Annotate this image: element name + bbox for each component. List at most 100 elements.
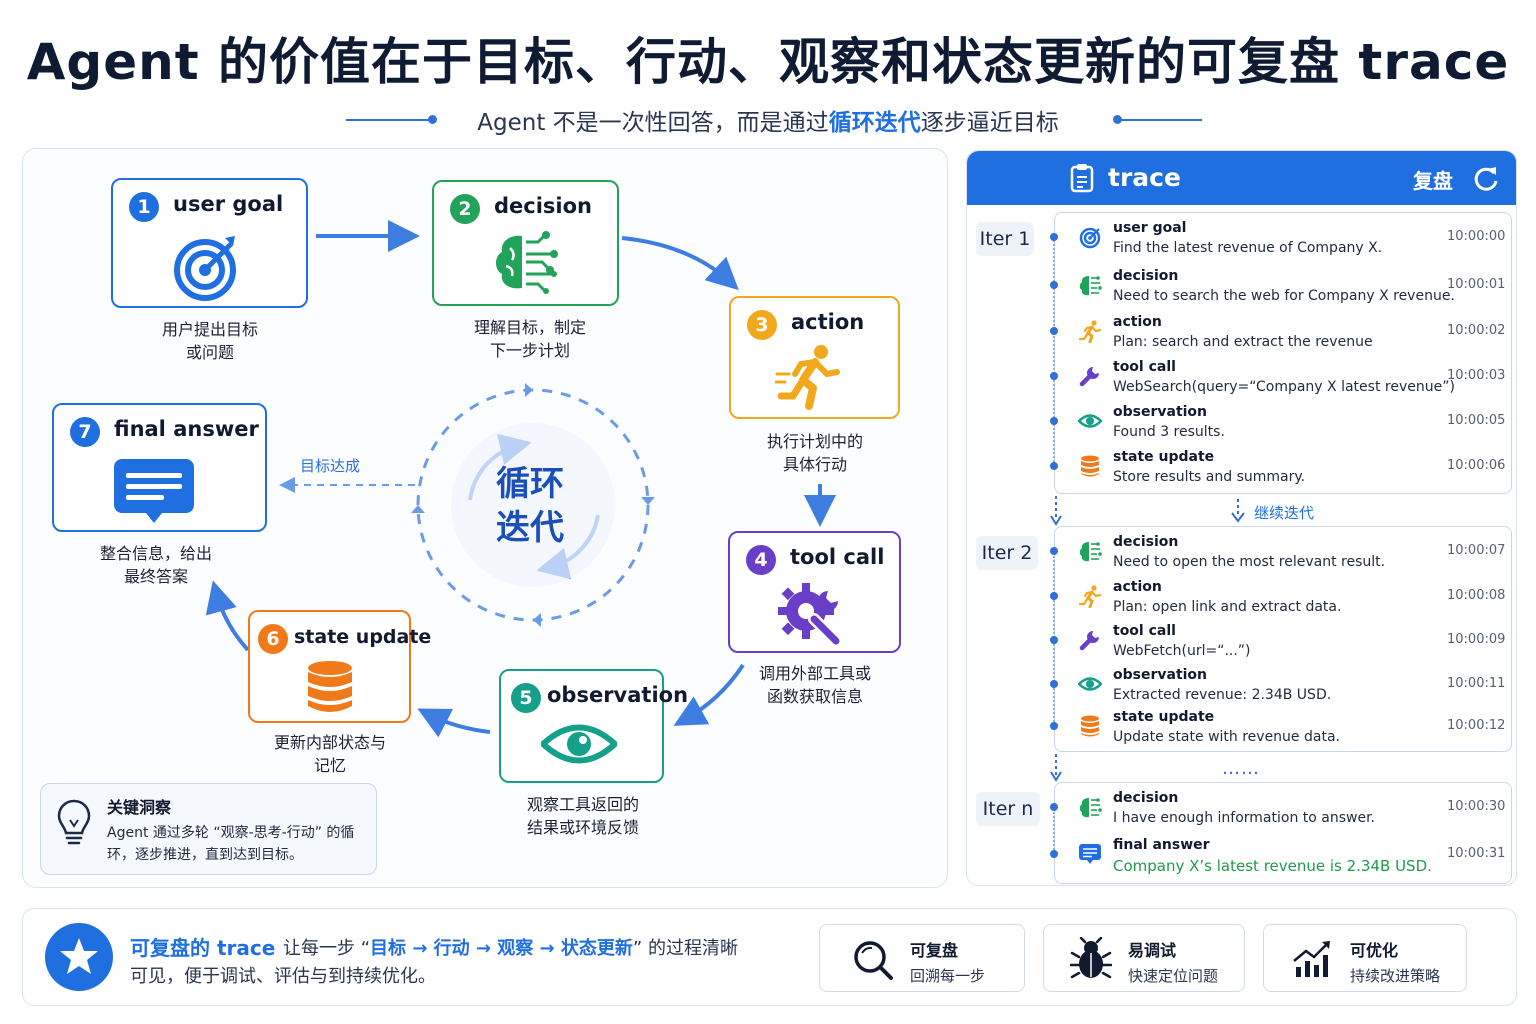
wrench-icon bbox=[1079, 367, 1099, 387]
trace-event-desc: WebFetch(url=“...”) bbox=[1113, 643, 1251, 659]
node-caption-action: 执行计划中的具体行动 bbox=[725, 430, 905, 476]
page-title: Agent 的价值在于目标、行动、观察和状态更新的可复盘 trace bbox=[26, 33, 1510, 91]
trace-event-desc: Plan: search and extract the revenue bbox=[1113, 334, 1373, 350]
iteration-label: Iter n bbox=[976, 792, 1040, 826]
trace-event-time: 10:00:03 bbox=[1447, 368, 1506, 383]
caption-line: 理解目标，制定 bbox=[473, 318, 586, 337]
trace-header: trace 复盘 bbox=[967, 151, 1516, 205]
footer-line2: 可见，便于调试、评估与到持续优化。 bbox=[130, 966, 436, 987]
replay-icon[interactable] bbox=[1472, 165, 1500, 193]
target-icon bbox=[174, 236, 236, 301]
trace-event-desc: Found 3 results. bbox=[1113, 424, 1225, 440]
node-title: action bbox=[791, 310, 865, 334]
caption-line: 整合信息，给出 bbox=[99, 544, 212, 563]
caption-line: 观察工具返回的 bbox=[526, 795, 639, 814]
iteration-label: Iter 1 bbox=[976, 222, 1034, 256]
running-person-icon bbox=[1078, 585, 1102, 608]
trace-event-time: 10:00:00 bbox=[1447, 229, 1506, 244]
subtitle-suffix: 逐步逼近目标 bbox=[920, 110, 1059, 136]
timeline-dot bbox=[1050, 233, 1058, 241]
node-tool-call: 4 tool call bbox=[728, 531, 901, 653]
timeline-dot bbox=[1050, 850, 1058, 858]
step-number: 3 bbox=[747, 310, 777, 340]
caption-line: 更新内部状态与 bbox=[273, 733, 386, 752]
trace-event-name: user goal bbox=[1113, 220, 1187, 236]
node-observation: 5 observation bbox=[499, 669, 688, 783]
trace-title: trace bbox=[1108, 163, 1181, 192]
message-icon bbox=[114, 459, 194, 523]
caption-line: 结果或环境反馈 bbox=[526, 818, 639, 837]
eye-icon bbox=[1078, 677, 1102, 691]
trace-event-name: tool call bbox=[1113, 623, 1176, 639]
trace-event-name: action bbox=[1113, 314, 1162, 330]
wrench-icon bbox=[1079, 631, 1099, 651]
timeline-line bbox=[1053, 237, 1055, 466]
timeline-dot bbox=[1050, 803, 1058, 811]
trace-event-time: 10:00:05 bbox=[1447, 413, 1506, 428]
caption-line: 函数获取信息 bbox=[766, 687, 863, 706]
star-badge-icon bbox=[45, 923, 113, 991]
trace-event-desc: WebSearch(query=“Company X latest revenu… bbox=[1113, 379, 1455, 395]
timeline-dot bbox=[1050, 417, 1058, 425]
trace-event-time: 10:00:02 bbox=[1447, 323, 1506, 338]
insight-text: Agent 通过多轮 “观察-思考-行动” 的循环，逐步推进，直到达到目标。 bbox=[107, 825, 355, 863]
feature-title: 可复盘 bbox=[910, 941, 959, 960]
trace-event-time: 10:00:07 bbox=[1447, 543, 1506, 558]
arrow-tool-to-observation bbox=[673, 663, 745, 726]
caption-line: 最终答案 bbox=[123, 567, 188, 586]
trace-event-desc: Company X’s latest revenue is 2.34B USD. bbox=[1113, 857, 1432, 875]
subtitle-highlight: 循环迭代 bbox=[828, 110, 921, 136]
arrow-decision-to-action bbox=[621, 236, 739, 291]
trace-event-name: decision bbox=[1113, 790, 1179, 806]
footer-line1-suffix: ” 的过程清晰 bbox=[632, 938, 738, 959]
iter-connector-1 bbox=[1050, 496, 1062, 526]
feature-optimizable: 可优化 持续改进策略 bbox=[1263, 924, 1467, 992]
trace-event-desc: Store results and summary. bbox=[1113, 469, 1306, 485]
arrow-state-to-answer bbox=[205, 580, 250, 652]
step-number: 7 bbox=[70, 417, 100, 447]
caption-line: 记忆 bbox=[313, 756, 346, 775]
node-caption-state-update: 更新内部状态与记忆 bbox=[240, 731, 420, 777]
feature-title: 可优化 bbox=[1350, 941, 1399, 960]
bug-icon bbox=[1070, 937, 1112, 979]
subtitle-dot-left bbox=[428, 115, 437, 124]
subtitle-dot-right bbox=[1113, 115, 1122, 124]
cycle-label-line: 循环 bbox=[496, 464, 564, 504]
trace-event-name: observation bbox=[1113, 404, 1208, 420]
subtitle-line-left bbox=[346, 119, 431, 121]
clipboard-icon bbox=[1070, 164, 1094, 193]
node-caption-decision: 理解目标，制定下一步计划 bbox=[440, 316, 620, 362]
trace-event-time: 10:00:11 bbox=[1447, 676, 1506, 691]
subtitle-prefix: Agent 不是一次性回答，而是通过 bbox=[477, 110, 829, 136]
brain-icon bbox=[1079, 276, 1102, 296]
trace-event-time: 10:00:06 bbox=[1447, 458, 1506, 473]
trace-event-desc: I have enough information to answer. bbox=[1113, 810, 1376, 826]
step-number: 1 bbox=[129, 192, 159, 222]
timeline-line bbox=[1053, 807, 1055, 854]
insight-title: 关键洞察 bbox=[107, 798, 172, 817]
feature-replayable: 可复盘 回溯每一步 bbox=[819, 924, 1025, 992]
caption-line: 调用外部工具或 bbox=[758, 664, 871, 683]
footer-line1: 让每一步 “目标 → 行动 → 观察 → 状态更新” 的过程清晰 bbox=[283, 934, 738, 960]
timeline-dot bbox=[1050, 636, 1058, 644]
running-person-icon bbox=[775, 345, 840, 410]
brain-icon bbox=[1079, 542, 1102, 562]
page-subtitle: Agent 不是一次性回答，而是通过循环迭代逐步逼近目标 bbox=[0, 103, 1536, 137]
trace-event-name: state update bbox=[1113, 709, 1215, 725]
timeline-dot bbox=[1050, 592, 1058, 600]
database-icon bbox=[1081, 455, 1099, 477]
database-icon bbox=[308, 661, 352, 712]
trace-event-desc: Find the latest revenue of Company X. bbox=[1113, 240, 1383, 256]
trace-event-name: observation bbox=[1113, 667, 1208, 683]
trace-event-name: decision bbox=[1113, 534, 1179, 550]
cycle-center-label: 循环迭代 bbox=[455, 462, 605, 550]
node-decision: 2 decision bbox=[432, 180, 619, 306]
timeline-dot bbox=[1050, 547, 1058, 555]
node-action: 3 action bbox=[729, 296, 900, 419]
step-number: 4 bbox=[746, 545, 776, 575]
footer-line1-prefix: 让每一步 “ bbox=[283, 938, 371, 959]
target-icon bbox=[1079, 227, 1101, 249]
feature-title: 易调试 bbox=[1128, 941, 1177, 960]
trace-event-time: 10:00:01 bbox=[1447, 277, 1506, 292]
